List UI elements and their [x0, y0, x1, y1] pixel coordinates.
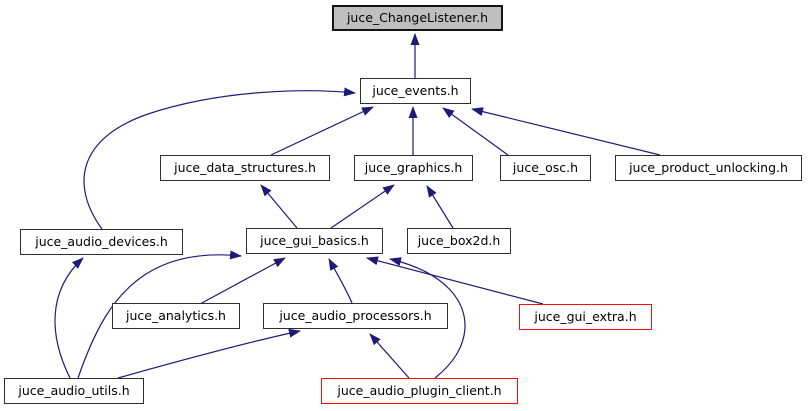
edge-osc-to-events — [442, 107, 509, 156]
edge-audioutils-to-audiodevices — [54, 257, 84, 379]
edge-pluginclient-to-guibasics — [389, 257, 466, 379]
edge-productunlocking-to-events — [471, 107, 661, 156]
edge-audiodevices-to-events — [83, 87, 356, 230]
node-juce-osc-h[interactable]: juce_osc.h — [500, 155, 591, 181]
node-juce-gui-extra-h[interactable]: juce_gui_extra.h — [519, 304, 652, 330]
edge-audioprocessors-to-guibasics — [328, 258, 353, 304]
node-juce-data-structures-h[interactable]: juce_data_structures.h — [160, 155, 330, 181]
node-juce-audio-processors-h[interactable]: juce_audio_processors.h — [263, 303, 448, 329]
node-juce-product-unlocking-h[interactable]: juce_product_unlocking.h — [615, 155, 802, 181]
node-juce-audio-utils-h[interactable]: juce_audio_utils.h — [4, 378, 144, 404]
node-juce-analytics-h[interactable]: juce_analytics.h — [112, 303, 240, 329]
edge-audioutils-to-guibasics — [77, 250, 242, 379]
edge-guibasics-to-graphics — [330, 184, 395, 229]
node-juce-audio-plugin-client-h[interactable]: juce_audio_plugin_client.h — [321, 378, 518, 404]
edge-audioutils-to-audioprocessors — [117, 328, 301, 379]
node-juce-changelistener-h: juce_ChangeListener.h — [332, 5, 503, 31]
node-juce-graphics-h[interactable]: juce_graphics.h — [354, 155, 473, 181]
edge-pluginclient-to-audioprocessors — [369, 333, 410, 379]
edge-analytics-to-guibasics — [199, 257, 286, 305]
edge-datastructures-to-events — [270, 106, 374, 156]
edge-guibasics-to-datastructures — [260, 184, 298, 229]
node-juce-box2d-h[interactable]: juce_box2d.h — [407, 228, 511, 254]
node-juce-audio-devices-h[interactable]: juce_audio_devices.h — [20, 229, 183, 255]
node-juce-gui-basics-h[interactable]: juce_gui_basics.h — [246, 228, 383, 254]
edge-guiextra-to-guibasics — [366, 256, 544, 305]
edge-box2d-to-graphics — [426, 185, 454, 229]
node-juce-events-h[interactable]: juce_events.h — [360, 78, 471, 104]
